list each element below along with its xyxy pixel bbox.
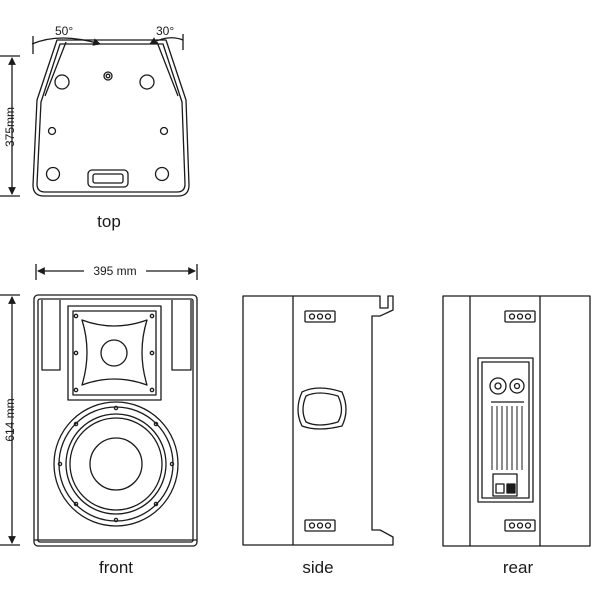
rear-view-label: rear bbox=[503, 558, 534, 577]
side-view-label: side bbox=[302, 558, 333, 577]
rear-amp-plate bbox=[477, 357, 534, 503]
top-left-foot bbox=[54, 74, 70, 90]
top-depth-label: 375mm bbox=[3, 107, 17, 147]
rear-view bbox=[442, 295, 591, 547]
top-view-label: top bbox=[97, 212, 121, 231]
front-height-label: 614 mm bbox=[3, 398, 17, 441]
front-horn-flare bbox=[81, 319, 148, 386]
front-woofer-dustcap bbox=[89, 437, 143, 491]
top-view-outline bbox=[32, 39, 190, 197]
rear-heatsink-fins bbox=[491, 406, 523, 470]
side-handle bbox=[297, 387, 347, 430]
rear-cabinet bbox=[442, 295, 591, 547]
front-width-label: 395 mm bbox=[93, 264, 136, 278]
rear-top-rigging bbox=[504, 310, 536, 323]
front-woofer-surround bbox=[65, 413, 167, 515]
side-bottom-rigging bbox=[304, 519, 336, 532]
top-bottom-right-foot bbox=[154, 166, 170, 182]
rear-bottom-rigging bbox=[504, 519, 536, 532]
side-cabinet bbox=[242, 295, 394, 546]
front-view-label: front bbox=[99, 558, 133, 577]
front-horn-plate bbox=[67, 305, 162, 401]
front-woofer-frame bbox=[53, 401, 179, 527]
top-center-fitting bbox=[103, 71, 113, 81]
top-bottom-left-foot bbox=[45, 166, 61, 182]
side-top-rigging bbox=[304, 310, 336, 323]
side-view bbox=[242, 295, 394, 546]
top-view bbox=[32, 39, 190, 197]
rear-link-connector bbox=[509, 378, 525, 394]
top-handle bbox=[87, 169, 129, 188]
rear-power-inlet bbox=[492, 473, 518, 497]
front-compression-driver bbox=[100, 339, 128, 367]
left-angle-label: 50° bbox=[55, 24, 73, 38]
top-right-foot bbox=[139, 74, 155, 90]
front-cabinet bbox=[33, 294, 198, 547]
right-angle-label: 30° bbox=[156, 24, 174, 38]
rear-input-connector bbox=[489, 377, 507, 395]
rear-power-switch bbox=[506, 483, 516, 494]
top-view-inner-outline bbox=[36, 43, 186, 193]
front-view bbox=[33, 294, 198, 547]
